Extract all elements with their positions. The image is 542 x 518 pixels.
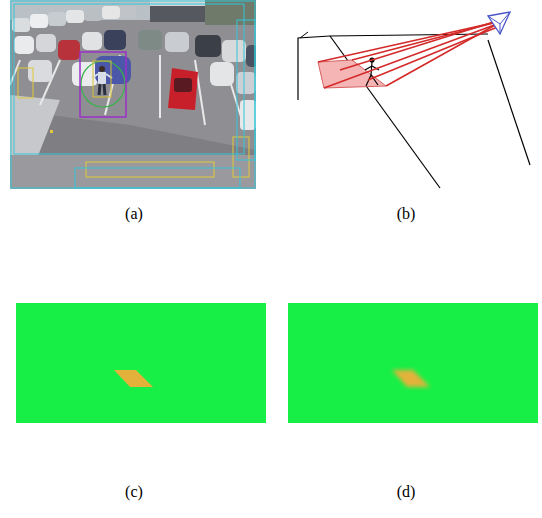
panel-label: (d) xyxy=(397,482,416,501)
pedestrian xyxy=(92,66,112,95)
panel-label: (c) xyxy=(125,482,143,501)
panel-label: (a) xyxy=(125,204,143,223)
occupancy-map xyxy=(16,303,266,423)
blurred-occupancy-map xyxy=(288,303,538,423)
parking-photo xyxy=(10,0,256,189)
panel-label: (b) xyxy=(397,204,416,223)
camera-scene-sketch xyxy=(298,12,530,188)
